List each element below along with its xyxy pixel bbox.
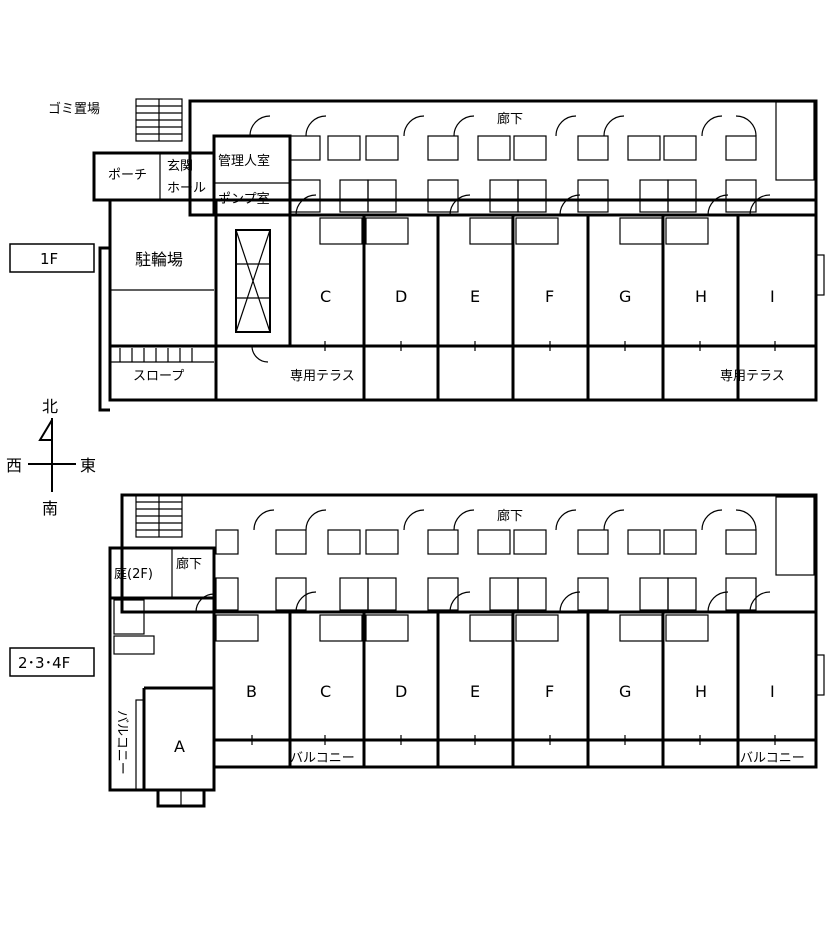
unit-label: C [320,287,331,306]
slope-label: スロープ [133,369,184,384]
unit-label: F [545,682,554,701]
manager-room-label: 管理人室 [218,153,270,169]
unit-label: G [619,287,631,306]
unit-label: E [470,682,480,701]
unit-label: B [246,682,257,701]
floor-2-corridor-label: 廊下 [497,508,523,524]
unit-label: F [545,287,554,306]
unit-label: I [770,287,775,306]
garden-label: 庭(2F) [114,566,153,582]
unit-label: D [395,287,407,306]
floor-1-corridor-label: 廊下 [497,111,523,127]
floor-1-label: 1F [40,250,58,268]
terrace-label-left: 専用テラス [290,369,355,384]
unit-label: D [395,682,407,701]
floor-1-label-box [9,243,95,273]
compass-rose: 北 西 東 南 [6,397,96,518]
hall-label: ホール [167,181,206,196]
compass-west: 西 [6,456,22,475]
balcony-label-right: バルコニー [740,751,805,766]
unit-label: I [770,682,775,701]
floor-1-main-block [108,198,818,402]
terrace-label-right: 専用テラス [720,369,785,384]
floor-2-4-plan: 廊下 廊下 庭(2F) バルコニー バルコニー バルコニー A B C D E … [108,493,825,808]
balcony-label-vertical: バルコニー [114,710,129,775]
unit-label: H [695,287,707,306]
unit-label: G [619,682,631,701]
floor-1-plan: 廊下 ゴミ置場 ポーチ 玄関 ホール 管理人室 ポンプ室 駐輪場 スロープ 専用… [48,98,825,412]
unit-label: C [320,682,331,701]
floor-2-main-block [212,610,818,769]
slope-ramp [110,348,214,363]
stairs-1f [135,98,183,142]
unit-label: E [470,287,480,306]
floor-2-small-corridor-label: 廊下 [176,556,202,572]
entrance-label: 玄関 [167,159,193,174]
floor-2-4-label-box [9,647,95,677]
unit-label: H [695,682,707,701]
porch-label: ポーチ [108,168,147,183]
floor-1-corridor-block [188,99,818,217]
balcony-label-left: バルコニー [290,751,355,766]
compass-north: 北 [42,397,58,416]
pump-room-label: ポンプ室 [218,191,270,207]
trash-area-label: ゴミ置場 [48,101,100,117]
elevator-1f [235,229,271,333]
compass-south: 南 [42,499,58,518]
stairs-2f [135,494,183,538]
bicycle-parking-label: 駐輪場 [135,250,183,269]
compass-east: 東 [80,456,96,475]
unit-a-label: A [174,737,185,756]
floor-2-4-label: 2･3･4F [18,654,70,672]
